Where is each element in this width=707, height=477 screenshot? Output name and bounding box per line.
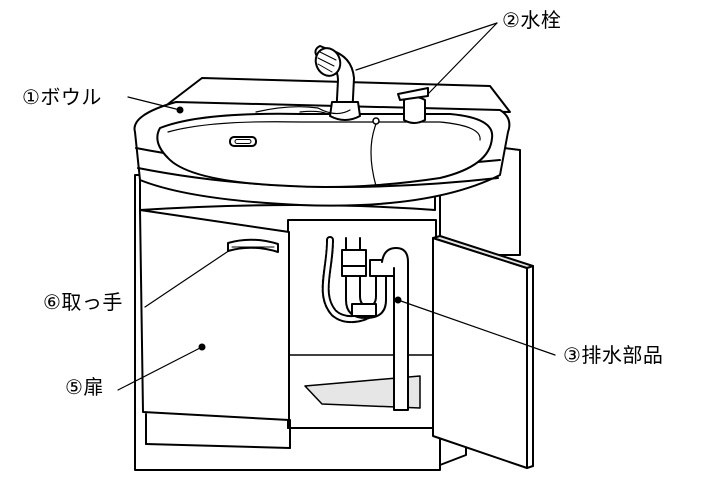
door-handle: [227, 238, 279, 253]
callout-door: ⑤扉: [65, 375, 104, 399]
interior-floor: [304, 375, 421, 409]
callout-faucet: ②水栓: [502, 8, 562, 32]
faucet: [255, 45, 429, 124]
right-door: [432, 235, 534, 469]
drain-pipe: [321, 236, 409, 411]
callout-bowl: ①ボウル: [22, 85, 102, 109]
callout-handle: ⑥取っ手: [43, 290, 123, 314]
callout-drain-parts: ③排水部品: [563, 343, 664, 367]
left-door: [139, 209, 291, 449]
sink-bowl: [133, 77, 511, 207]
leader-lines: [117, 22, 556, 391]
